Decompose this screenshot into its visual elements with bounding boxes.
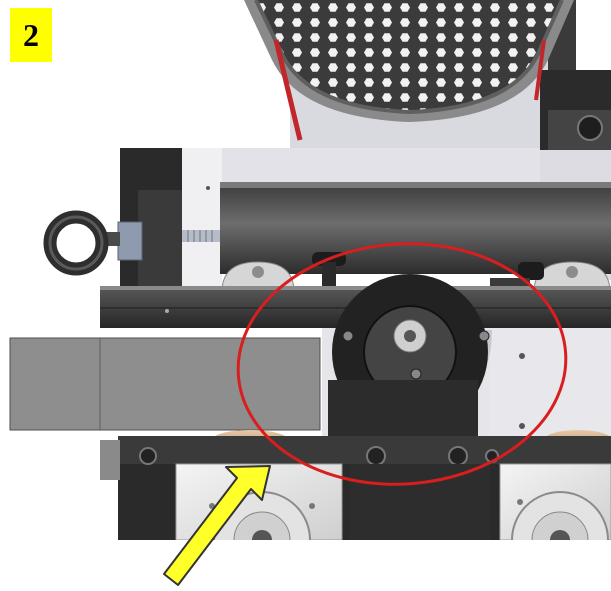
background-bottom — [0, 540, 611, 591]
horizontal-cylinder — [220, 182, 611, 274]
highlight-circle — [236, 242, 568, 486]
panel-screw — [519, 353, 525, 359]
idler-wheels — [221, 261, 611, 293]
step-number: 2 — [23, 16, 39, 53]
central-hub-assembly — [322, 274, 492, 440]
step-number-badge: 2 — [10, 8, 52, 62]
fan-grille-icon — [256, 0, 562, 112]
fan-housing — [244, 0, 611, 150]
arrow-icon — [163, 465, 271, 586]
left-bar — [9, 337, 321, 431]
panel-screw — [519, 423, 525, 429]
clamp-knob-right — [490, 262, 544, 288]
right-panel — [490, 328, 611, 438]
lifting-eye-icon — [43, 210, 222, 276]
